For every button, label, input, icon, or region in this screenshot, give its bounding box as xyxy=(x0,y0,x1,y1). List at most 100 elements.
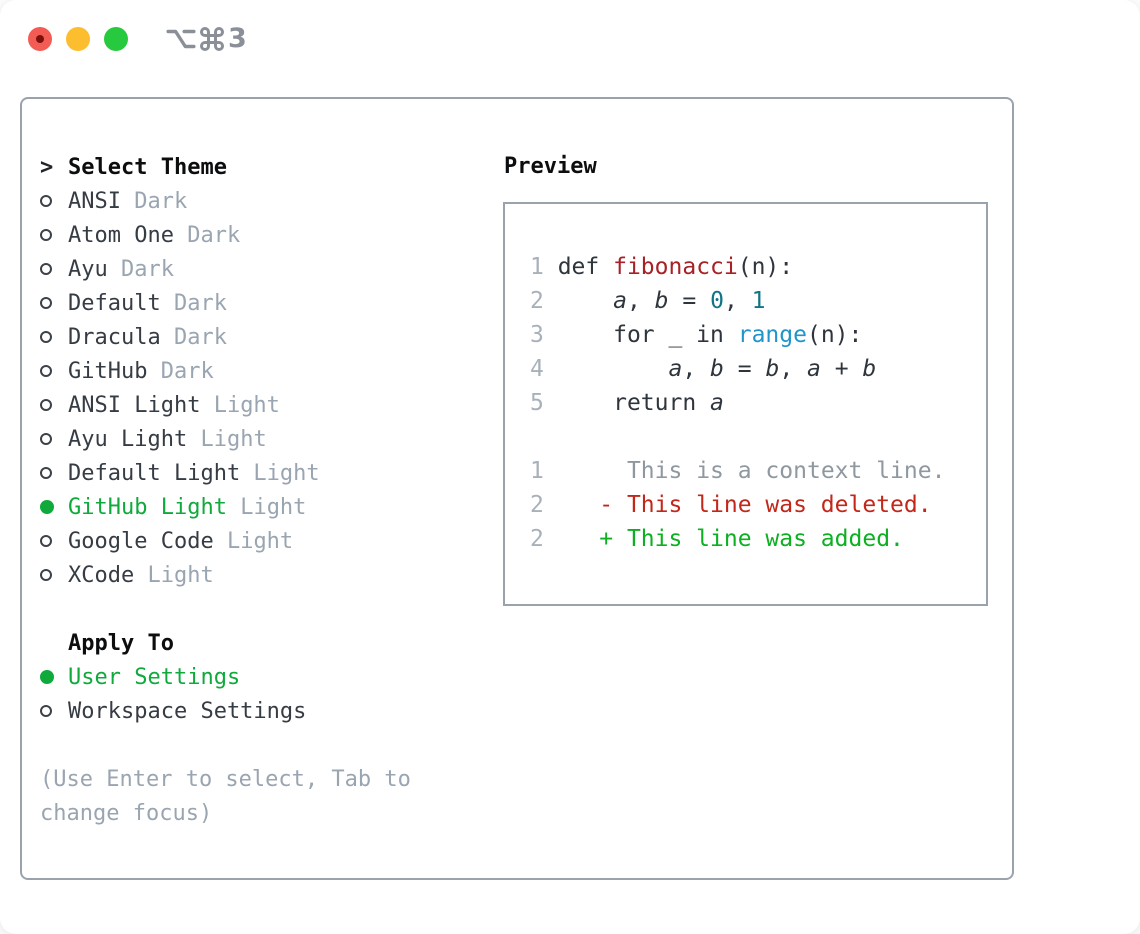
spacer xyxy=(40,592,411,626)
bullet-cell xyxy=(40,331,68,343)
theme-item-ayu[interactable]: Ayu Dark xyxy=(40,252,411,286)
code-token: = xyxy=(668,288,711,314)
theme-variant: Dark xyxy=(173,222,241,248)
theme-name: Ayu Light xyxy=(68,426,188,452)
code-line: 5 return a xyxy=(530,386,986,420)
hint-line-2: change focus) xyxy=(40,800,213,826)
code-token: = xyxy=(723,356,766,382)
radio-unselected-icon xyxy=(40,705,52,717)
theme-item-ansi-light[interactable]: ANSI Light Light xyxy=(40,388,411,422)
theme-item-ayu-light[interactable]: Ayu Light Light xyxy=(40,422,411,456)
window-shortcut: 3 xyxy=(166,25,247,53)
apply-option-workspace-settings[interactable]: Workspace Settings xyxy=(40,694,411,728)
theme-variant: Light xyxy=(134,562,214,588)
code-token xyxy=(544,526,599,552)
bullet-cell xyxy=(40,365,68,377)
zoom-button[interactable] xyxy=(104,27,128,51)
theme-name: GitHub Light xyxy=(68,494,227,520)
radio-unselected-icon xyxy=(40,195,52,207)
code-token: b xyxy=(710,356,724,382)
theme-item-xcode[interactable]: XCode Light xyxy=(40,558,411,592)
code-token: + This line was added. xyxy=(599,526,904,552)
theme-name: XCode xyxy=(68,562,135,588)
hint-line-1: (Use Enter to select, Tab to xyxy=(40,766,411,792)
code-token: def xyxy=(543,254,614,280)
bullet-cell xyxy=(40,433,68,445)
theme-item-ansi[interactable]: ANSI Dark xyxy=(40,184,411,218)
theme-item-default-light[interactable]: Default Light Light xyxy=(40,456,411,490)
close-dot-icon xyxy=(36,35,44,43)
apply-option-user-settings[interactable]: User Settings xyxy=(40,660,411,694)
cursor-indicator: > xyxy=(40,154,54,180)
titlebar: 3 xyxy=(28,25,247,53)
theme-name: Ayu xyxy=(68,256,108,282)
code-line: 1 This is a context line. xyxy=(530,454,986,488)
bullet-cell xyxy=(40,535,68,547)
theme-item-dracula[interactable]: Dracula Dark xyxy=(40,320,411,354)
shortcut-key: 3 xyxy=(228,23,247,54)
bullet-cell xyxy=(40,399,68,411)
spacer xyxy=(40,728,411,762)
radio-selected-icon xyxy=(40,670,54,684)
code-token: , xyxy=(779,356,808,382)
radio-selected-icon xyxy=(40,500,54,514)
code-token: b xyxy=(862,356,877,382)
line-number: 5 xyxy=(530,390,544,416)
bullet-cell xyxy=(40,467,68,479)
theme-item-default[interactable]: Default Dark xyxy=(40,286,411,320)
code-token: a xyxy=(613,288,627,314)
code-token xyxy=(544,492,599,518)
apply-to-header: Apply To xyxy=(40,626,411,660)
bullet-cell xyxy=(40,229,68,241)
theme-variant: Light xyxy=(240,460,320,486)
line-number: 1 xyxy=(530,254,544,280)
code-token: , xyxy=(723,288,752,314)
radio-unselected-icon xyxy=(40,297,52,309)
theme-item-google-code[interactable]: Google Code Light xyxy=(40,524,411,558)
line-number: 2 xyxy=(530,526,544,552)
radio-unselected-icon xyxy=(40,399,52,411)
line-number: 1 xyxy=(530,458,544,484)
code-line: 2 + This line was added. xyxy=(530,522,986,556)
theme-variant: Light xyxy=(200,392,280,418)
code-token: for _ in xyxy=(543,322,738,348)
theme-name: Atom One xyxy=(68,222,174,248)
apply-option-label: Workspace Settings xyxy=(68,698,307,724)
close-button[interactable] xyxy=(28,27,52,51)
bullet-cell xyxy=(40,569,68,581)
apply-to-title: Apply To xyxy=(68,630,174,656)
bullet-cell xyxy=(40,670,68,684)
radio-unselected-icon xyxy=(40,331,52,343)
code-token: (n): xyxy=(806,322,863,348)
code-line: 2 - This line was deleted. xyxy=(530,488,986,522)
code-token: 1 xyxy=(751,288,766,314)
apply-option-label: User Settings xyxy=(68,664,241,690)
code-token: fibonacci xyxy=(613,254,738,280)
radio-unselected-icon xyxy=(40,229,52,241)
select-theme-title: Select Theme xyxy=(68,154,227,180)
theme-item-atom-one[interactable]: Atom One Dark xyxy=(40,218,411,252)
minimize-button[interactable] xyxy=(66,27,90,51)
theme-name: Dracula xyxy=(68,324,161,350)
code-token: a xyxy=(710,390,724,416)
code-token: return xyxy=(543,390,711,416)
theme-variant: Dark xyxy=(107,256,174,282)
code-token: This is a context line. xyxy=(626,458,946,484)
code-token: , xyxy=(626,288,655,314)
code-line: 3 for _ in range(n): xyxy=(530,318,986,352)
code-line: 4 a, b = b, a + b xyxy=(530,352,986,386)
theme-name: Default Light xyxy=(68,460,241,486)
command-key-icon xyxy=(200,27,224,51)
line-number: 3 xyxy=(530,322,544,348)
theme-variant: Dark xyxy=(120,188,188,214)
radio-unselected-icon xyxy=(40,467,52,479)
theme-variant: Light xyxy=(213,528,294,554)
code-token: b xyxy=(654,288,669,314)
code-token: , xyxy=(682,356,711,382)
theme-item-github-light[interactable]: GitHub Light Light xyxy=(40,490,411,524)
theme-item-github[interactable]: GitHub Dark xyxy=(40,354,411,388)
